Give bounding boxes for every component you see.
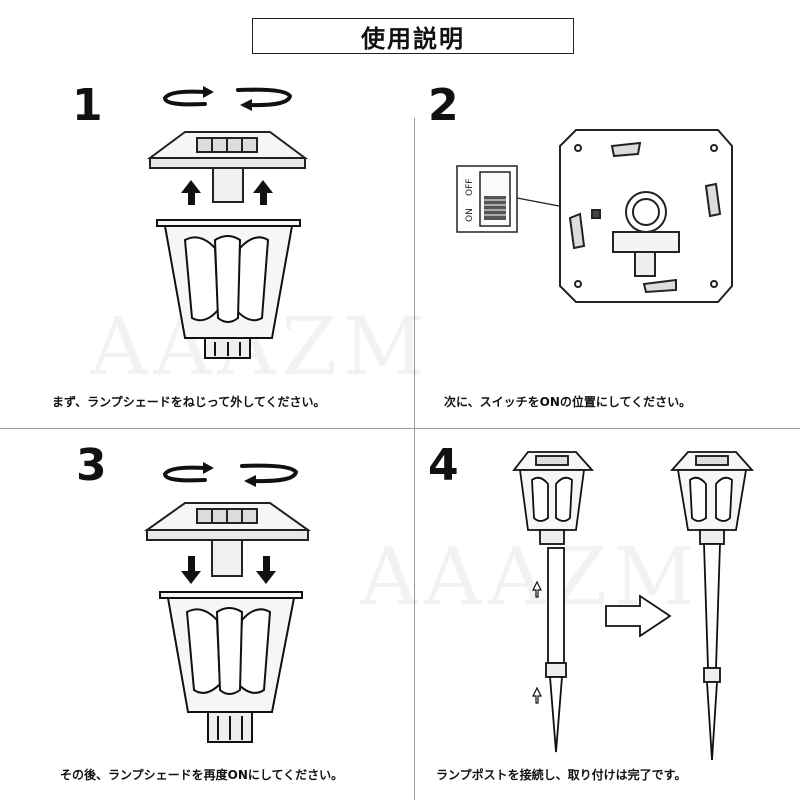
solar-cap-icon: [146, 131, 309, 203]
solar-base-board: [559, 129, 733, 303]
horizontal-divider: [0, 428, 800, 429]
rotate-arrows-icon: [162, 86, 293, 111]
right-arrow-icon: [605, 594, 672, 638]
assembled-stake: [706, 681, 718, 761]
switch-on-label: ON: [465, 208, 475, 222]
step-4-caption: ランプポストを接続し、取り付けは完了です。: [436, 768, 687, 782]
vertical-divider: [414, 118, 415, 800]
step-1-caption: まず、ランプシェードをねじって外してください。: [52, 395, 326, 409]
assembled-connector: [703, 667, 721, 683]
ground-stake: [549, 676, 563, 753]
assembled-post: [703, 543, 721, 669]
down-arrow-icon: [181, 556, 276, 584]
step-3-number: 3: [76, 440, 107, 491]
page-title: 使用説明: [252, 18, 574, 54]
lantern-icon: [159, 591, 303, 743]
step-1-number: 1: [72, 80, 103, 131]
switch-icon: [456, 165, 518, 233]
rotate-arrows-icon: [162, 462, 299, 487]
lantern-icon: [512, 451, 595, 545]
switch-off-label: OFF: [465, 179, 475, 196]
lantern-icon: [669, 451, 755, 545]
step-2-caption: 次に、スイッチをONの位置にしてください。: [444, 395, 692, 409]
step-4-number: 4: [428, 440, 459, 491]
solar-cap-icon: [143, 502, 312, 577]
step-2-number: 2: [428, 80, 459, 131]
up-arrow-icon: [532, 580, 542, 704]
lantern-icon: [156, 219, 301, 359]
step-3-caption: その後、ランプシェードを再度ONにしてください。: [60, 768, 344, 782]
lamp-post-segment: [547, 547, 565, 664]
stake-connector: [545, 662, 567, 678]
up-arrow-icon: [181, 180, 273, 205]
